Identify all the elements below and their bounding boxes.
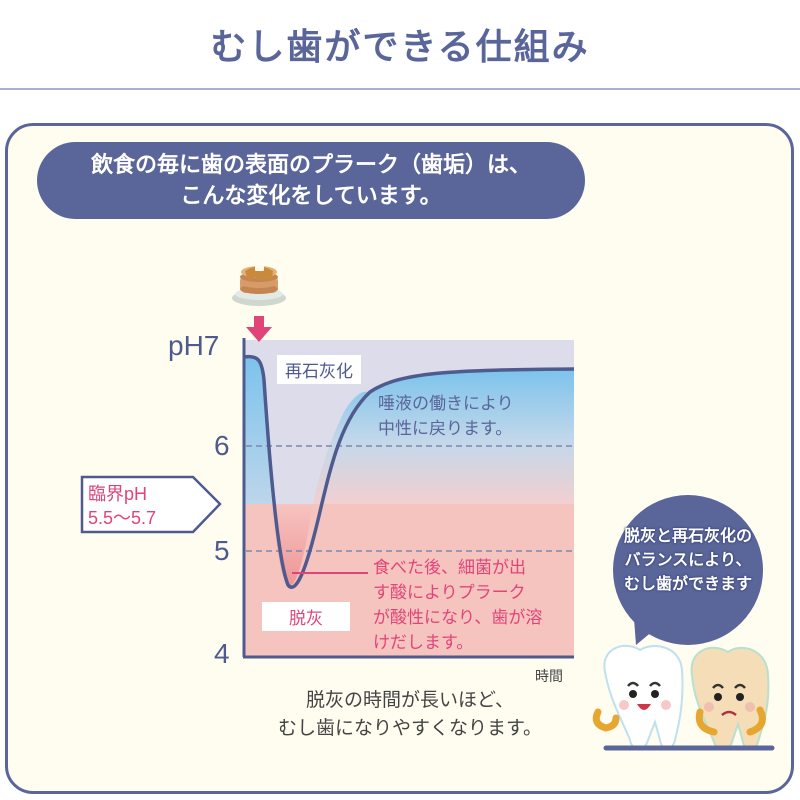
- intro-banner: 飲食の毎に歯の表面のプラーク（歯垢）は、 こんな変化をしています。: [37, 142, 585, 219]
- page-title: むし歯ができる仕組み: [210, 27, 590, 68]
- y-label-5: 5: [214, 535, 230, 566]
- title-divider: [0, 88, 800, 90]
- decayed-tooth-icon: [690, 646, 770, 751]
- caption: 脱灰の時間が長いほど、 むし歯になりやすくなります。: [277, 689, 543, 739]
- critical-ph-marker: [80, 475, 222, 534]
- y-label-6: 6: [214, 430, 230, 461]
- y-label-7: pH7: [168, 330, 220, 361]
- x-axis-label: 時間: [535, 669, 563, 685]
- down-arrow-icon: [246, 316, 272, 342]
- saliva-note: 唾液の働きにより 中性に戻ります。: [378, 394, 514, 439]
- banner-line-2: こんな変化をしています。: [180, 183, 442, 209]
- demineralization-label: 脱灰: [262, 602, 350, 631]
- ph-curve: [243, 354, 575, 589]
- y-label-4: 4: [214, 638, 230, 669]
- pancake-icon: [232, 265, 286, 306]
- acid-note: 食べた後、細菌が出 す酸によりプラーク が酸性になり、歯が溶 けだします。: [373, 558, 543, 653]
- speech-bubble: [613, 495, 763, 645]
- banner-line-1: 飲食の毎に歯の表面のプラーク（歯垢）は、: [90, 152, 531, 178]
- happy-tooth-icon: [592, 644, 684, 750]
- remineralization-label: 再石灰化: [277, 355, 361, 384]
- speech-bubble-text: 脱灰と再石灰化の バランスにより、 むし歯ができます: [623, 526, 752, 593]
- y-axis-prefix: pH: [168, 330, 204, 361]
